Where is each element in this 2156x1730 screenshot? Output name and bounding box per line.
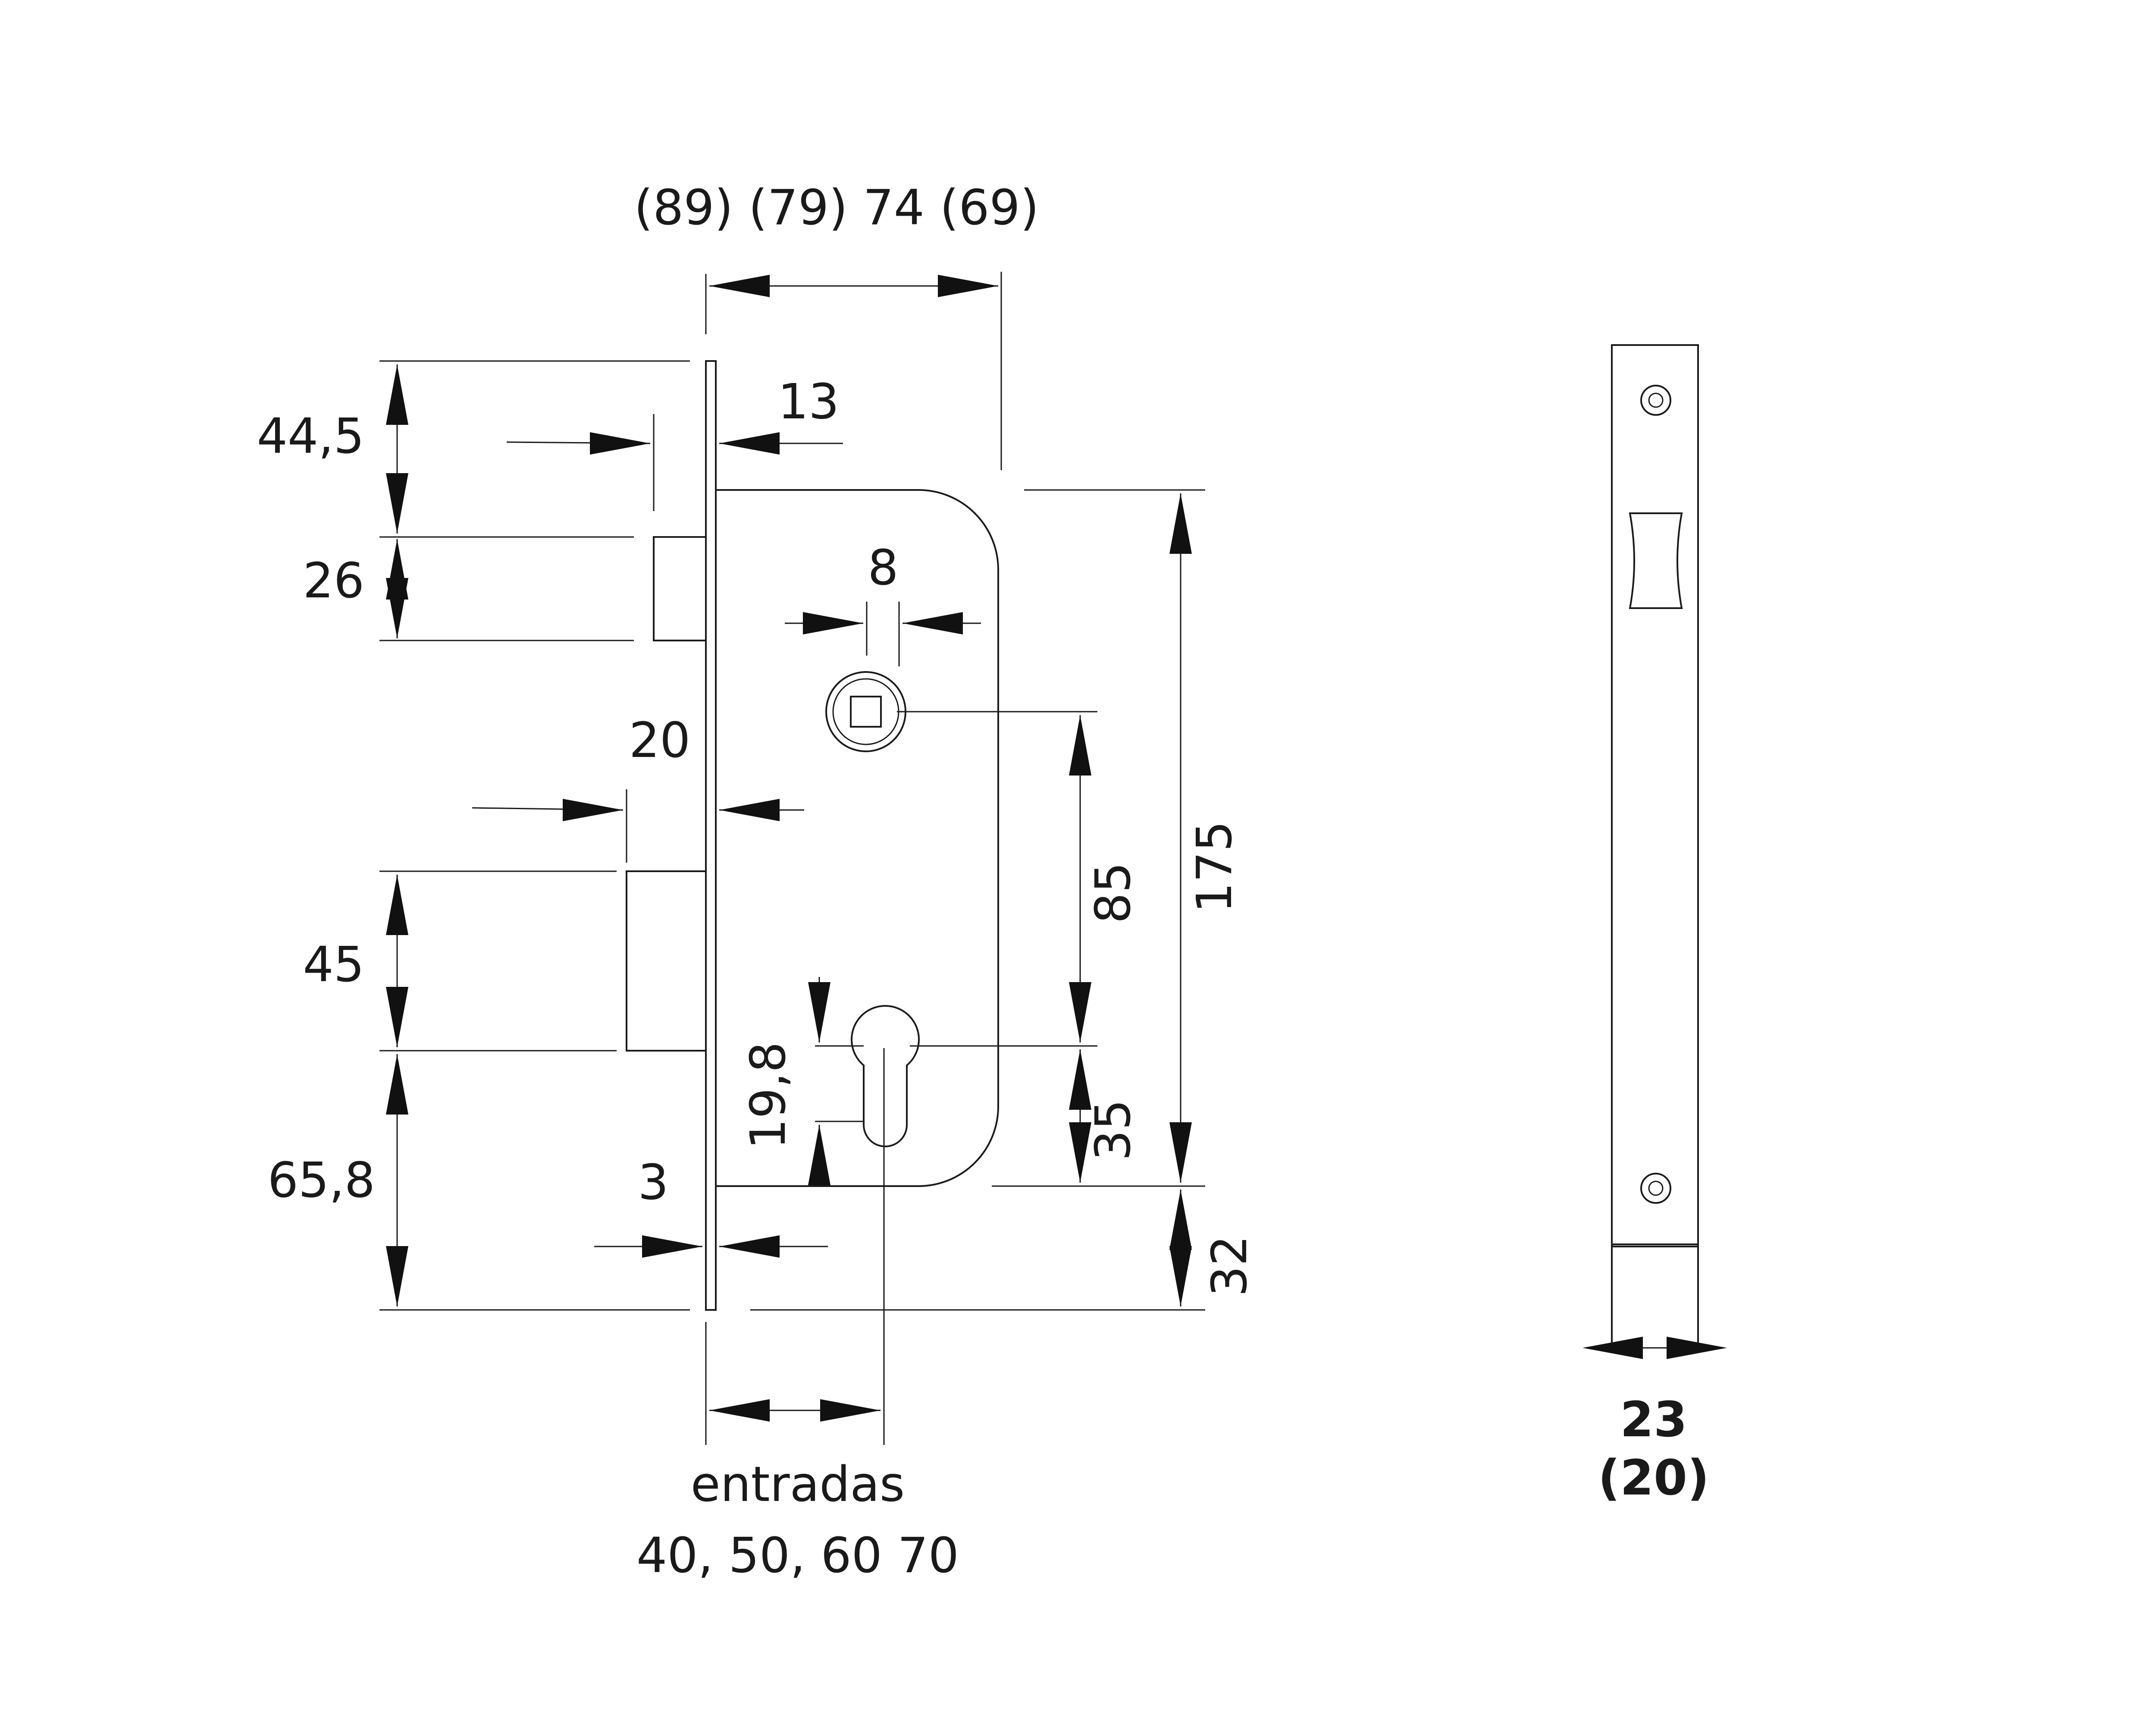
dim-side-width [1583,1337,1727,1359]
faceplate [705,360,717,1311]
dim-latch-height [386,539,408,638]
spindle-hub [825,671,906,752]
cylinder-hole [851,1005,920,1147]
dim-center-distance-label: 85 [1085,862,1141,924]
dim-bottom [386,1054,408,1306]
dim-cylinder [808,977,864,1185]
entry-label: entradas [691,1457,905,1513]
dim-latch-projection [506,414,843,511]
front-view: (89) (79) 74 (69) 44,5 26 [257,180,1258,1584]
dim-faceplate-thickness-label: 3 [638,1155,668,1211]
side-width-label: 23 [1620,1392,1687,1448]
dim-cylinder-offset [1069,1049,1091,1183]
dim-bolt-height-label: 45 [303,937,364,993]
dim-center-distance [897,711,1097,1047]
latch-slot [1629,512,1683,609]
dim-latch-height-label: 26 [303,553,364,609]
dim-bottom-label: 65,8 [268,1152,375,1209]
lock-case [715,489,999,1187]
entry-values: 40, 50, 60 70 [636,1528,959,1584]
dim-top-to-latch-label: 44,5 [257,408,364,465]
dim-case-height-label: 175 [1187,821,1243,913]
dim-faceplate-extension-label: 32 [1202,1235,1258,1297]
left-extension-lines [379,360,690,1311]
latch-bolt [653,536,707,641]
dim-spindle-label: 8 [868,540,898,596]
backset-dimension [705,272,1002,470]
side-width-alt-label: (20) [1598,1450,1709,1506]
dead-bolt [626,870,707,1052]
screw-hole-bottom [1640,1173,1671,1204]
side-faceplate [1611,344,1699,1247]
dim-top-to-latch [386,364,408,534]
dim-faceplate-thickness [594,1235,828,1258]
dim-bolt-height [386,875,408,1047]
dim-latch-projection-label: 13 [778,374,840,430]
screw-hole-top [1640,385,1671,416]
dim-entry [705,1048,885,1445]
dim-bolt-projection-label: 20 [629,713,691,769]
side-view: 23 (20) [1583,344,1727,1506]
dim-bolt-projection [472,789,804,863]
dim-cylinder-offset-label: 35 [1085,1099,1141,1161]
dim-case-height [750,489,1205,1311]
backset-label: (89) (79) 74 (69) [634,180,1039,236]
dim-cylinder-label: 19,8 [740,1042,796,1149]
dim-faceplate-extension [1169,1190,1192,1306]
dim-spindle [785,602,981,666]
